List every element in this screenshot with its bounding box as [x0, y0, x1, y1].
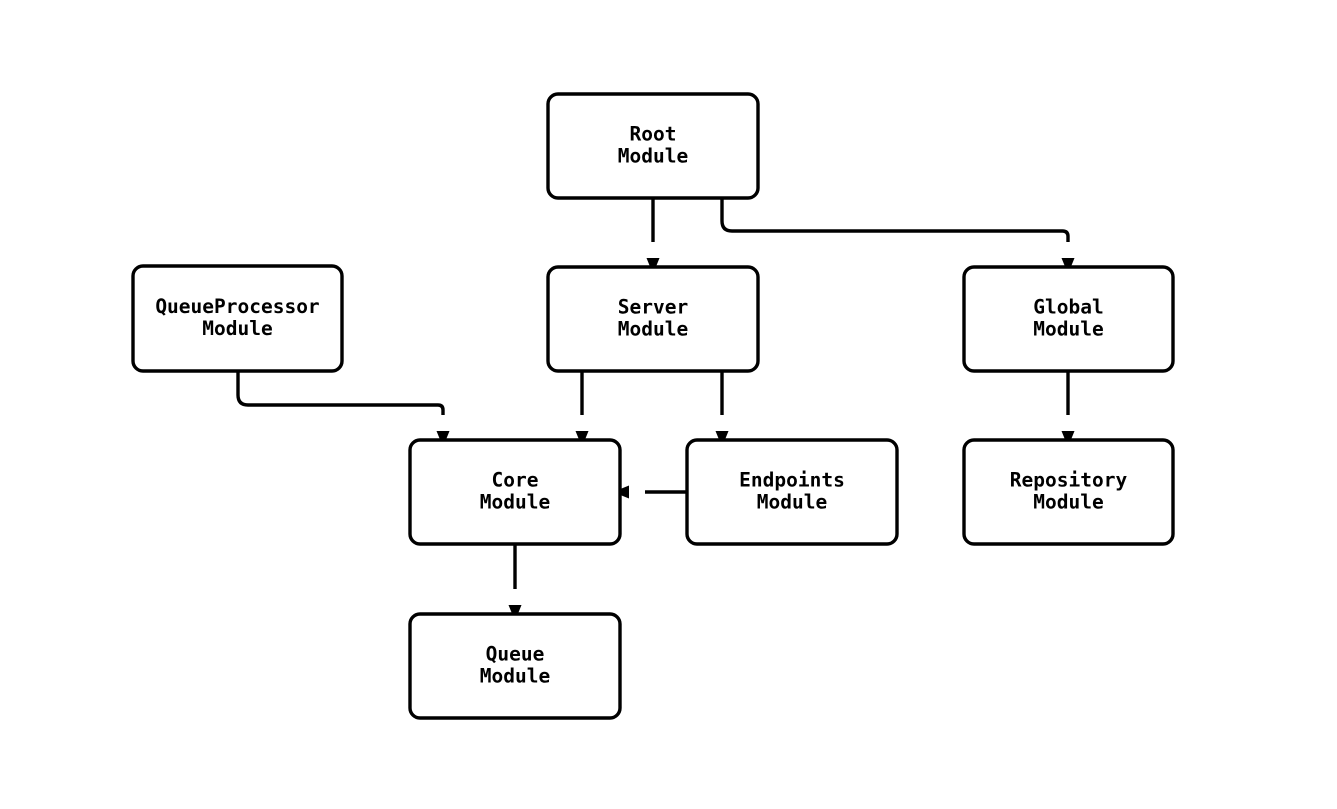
edge-queueprocessor-to-core — [236, 371, 450, 447]
node-box[interactable] — [408, 612, 622, 720]
node-box[interactable] — [685, 438, 899, 546]
node-label-primary: Repository — [1010, 469, 1128, 492]
node-label-primary: Root — [630, 123, 677, 146]
node-label-secondary: Module — [202, 317, 272, 340]
node-label-secondary: Module — [480, 665, 550, 688]
edge-line — [720, 198, 1070, 242]
node-label-primary: Core — [492, 469, 539, 492]
node-label-primary: Queue — [486, 643, 545, 666]
edge-core-to-queue — [508, 544, 522, 621]
node-box[interactable] — [962, 438, 1175, 546]
node-label-secondary: Module — [757, 491, 827, 514]
edge-root-to-global — [720, 198, 1075, 274]
node-box[interactable] — [962, 265, 1175, 373]
edges-layer — [236, 198, 1075, 621]
edge-root-to-server — [646, 198, 660, 274]
node-label-primary: Global — [1033, 296, 1103, 319]
node-box[interactable] — [546, 92, 760, 200]
edge-endpoints-to-core — [613, 485, 687, 499]
node-label-secondary: Module — [618, 145, 688, 168]
node-label-primary: Endpoints — [739, 469, 845, 492]
node-label-secondary: Module — [480, 491, 550, 514]
edge-line — [236, 371, 445, 415]
edge-server-to-endpoints — [715, 371, 729, 447]
nodes-layer: RootModuleQueueProcessorModuleServerModu… — [131, 92, 1175, 720]
node-label-secondary: Module — [1033, 491, 1103, 514]
edge-global-to-repository — [1061, 371, 1075, 447]
edge-server-to-core — [575, 371, 589, 447]
node-label-secondary: Module — [618, 318, 688, 341]
node-label-primary: QueueProcessor — [155, 295, 319, 318]
node-box[interactable] — [408, 438, 622, 546]
node-box[interactable] — [546, 265, 760, 373]
node-label-primary: Server — [618, 296, 688, 319]
node-box[interactable] — [131, 264, 344, 373]
node-label-secondary: Module — [1033, 318, 1103, 341]
